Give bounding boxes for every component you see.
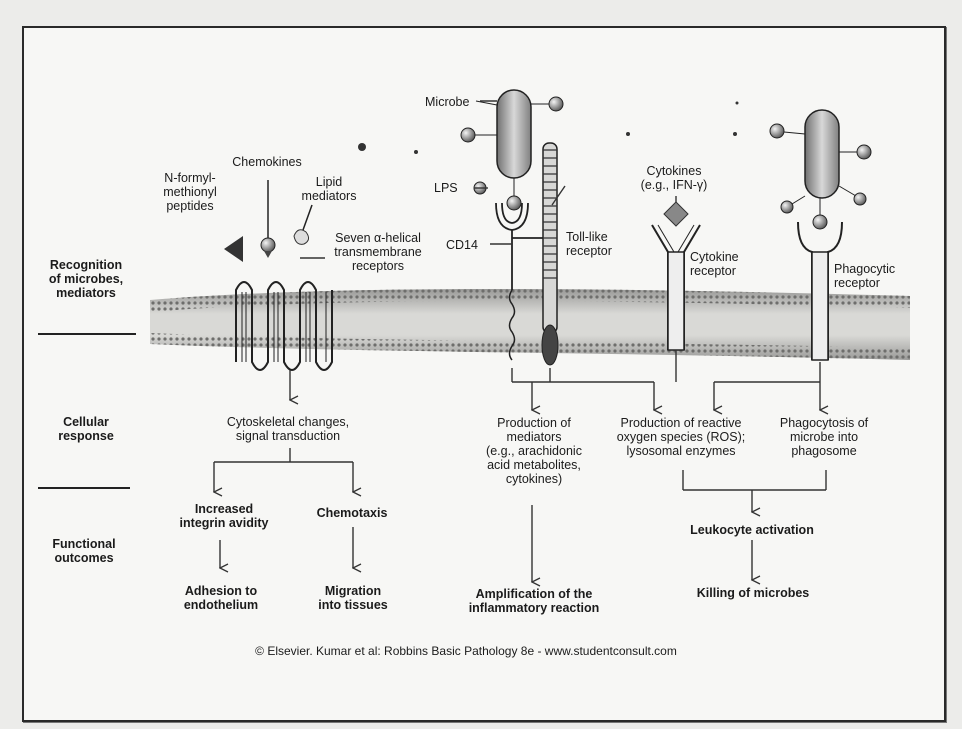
label-line: Lipid [302, 175, 357, 189]
label-seven-helix-receptors: Seven α-helical transmembrane receptors [334, 231, 422, 273]
label-line: receptor [834, 276, 895, 290]
label-line: transmembrane [334, 245, 422, 259]
outcome-killing-microbes: Killing of microbes [697, 586, 810, 600]
label-line: Production of reactive [617, 416, 746, 430]
label-line: Cytokine [690, 250, 739, 264]
toll-like-receptor-graphic [542, 143, 558, 365]
copyright-caption: © Elsevier. Kumar et al: Robbins Basic P… [255, 644, 677, 658]
label-line: receptor [690, 264, 739, 278]
label-line: Increased [180, 502, 269, 516]
label-line: (e.g., IFN-γ) [641, 178, 708, 192]
cell-membrane [150, 289, 910, 360]
label-cd14: CD14 [446, 238, 478, 252]
side-label-line: outcomes [52, 551, 115, 565]
label-line: receptor [566, 244, 612, 258]
label-line: phagosome [780, 444, 868, 458]
label-line: N-formyl- [163, 171, 217, 185]
label-line: Phagocytic [834, 262, 895, 276]
label-line: Seven α-helical [334, 231, 422, 245]
side-label-line: of microbes, [49, 272, 123, 286]
side-label-line: Cellular [58, 415, 114, 429]
label-line: Amplification of the [469, 587, 600, 601]
side-label-functional: Functional outcomes [52, 537, 115, 565]
label-line: receptors [334, 259, 422, 273]
label-lipid-mediators: Lipid mediators [302, 175, 357, 203]
response-phagocytosis: Phagocytosis of microbe into phagosome [780, 416, 868, 458]
label-line: microbe into [780, 430, 868, 444]
lipid-mediator-graphic [294, 205, 312, 244]
label-line: into tissues [318, 598, 387, 612]
label-line: Migration [318, 584, 387, 598]
label-line: (e.g., arachidonic [486, 444, 582, 458]
label-line: peptides [163, 199, 217, 213]
label-line: integrin avidity [180, 516, 269, 530]
side-label-line: response [58, 429, 114, 443]
n-formyl-peptide-triangle [224, 236, 243, 262]
outcome-chemotaxis: Chemotaxis [317, 506, 388, 520]
label-line: acid metabolites, [486, 458, 582, 472]
microbe-right-graphic [770, 110, 871, 229]
label-line: lysosomal enzymes [617, 444, 746, 458]
side-label-line: Functional [52, 537, 115, 551]
label-phagocytic-receptor: Phagocytic receptor [834, 262, 895, 290]
outcome-leukocyte-activation: Leukocyte activation [690, 523, 814, 537]
label-line: oxygen species (ROS); [617, 430, 746, 444]
response-mediators: Production of mediators (e.g., arachidon… [486, 416, 582, 486]
label-cytokines: Cytokines (e.g., IFN-γ) [641, 164, 708, 192]
label-line: methionyl [163, 185, 217, 199]
side-label-cellular: Cellular response [58, 415, 114, 443]
label-cytokine-receptor: Cytokine receptor [690, 250, 739, 278]
label-n-formyl-peptides: N-formyl- methionyl peptides [163, 171, 217, 213]
side-label-recognition: Recognition of microbes, mediators [49, 258, 123, 300]
outcome-amplification: Amplification of the inflammatory reacti… [469, 587, 600, 615]
divider-2 [38, 487, 130, 489]
label-line: inflammatory reaction [469, 601, 600, 615]
side-label-line: mediators [49, 286, 123, 300]
side-label-line: Recognition [49, 258, 123, 272]
label-line: signal transduction [227, 429, 349, 443]
label-microbe: Microbe [425, 95, 469, 109]
label-line: Cytokines [641, 164, 708, 178]
outcome-integrin-avidity: Increased integrin avidity [180, 502, 269, 530]
label-line: endothelium [184, 598, 258, 612]
label-line: Toll-like [566, 230, 612, 244]
label-lps: LPS [434, 181, 458, 195]
divider-1 [38, 333, 136, 335]
label-toll-like-receptor: Toll-like receptor [566, 230, 612, 258]
response-cytoskeletal: Cytoskeletal changes, signal transductio… [227, 415, 349, 443]
outcome-migration: Migration into tissues [318, 584, 387, 612]
outcome-adhesion: Adhesion to endothelium [184, 584, 258, 612]
response-ros: Production of reactive oxygen species (R… [617, 416, 746, 458]
label-line: mediators [486, 430, 582, 444]
label-line: Cytoskeletal changes, [227, 415, 349, 429]
label-line: Phagocytosis of [780, 416, 868, 430]
label-line: mediators [302, 189, 357, 203]
label-line: cytokines) [486, 472, 582, 486]
label-line: Production of [486, 416, 582, 430]
label-line: Adhesion to [184, 584, 258, 598]
label-chemokines: Chemokines [232, 155, 301, 169]
chemokine-molecule-graphic [261, 180, 275, 258]
